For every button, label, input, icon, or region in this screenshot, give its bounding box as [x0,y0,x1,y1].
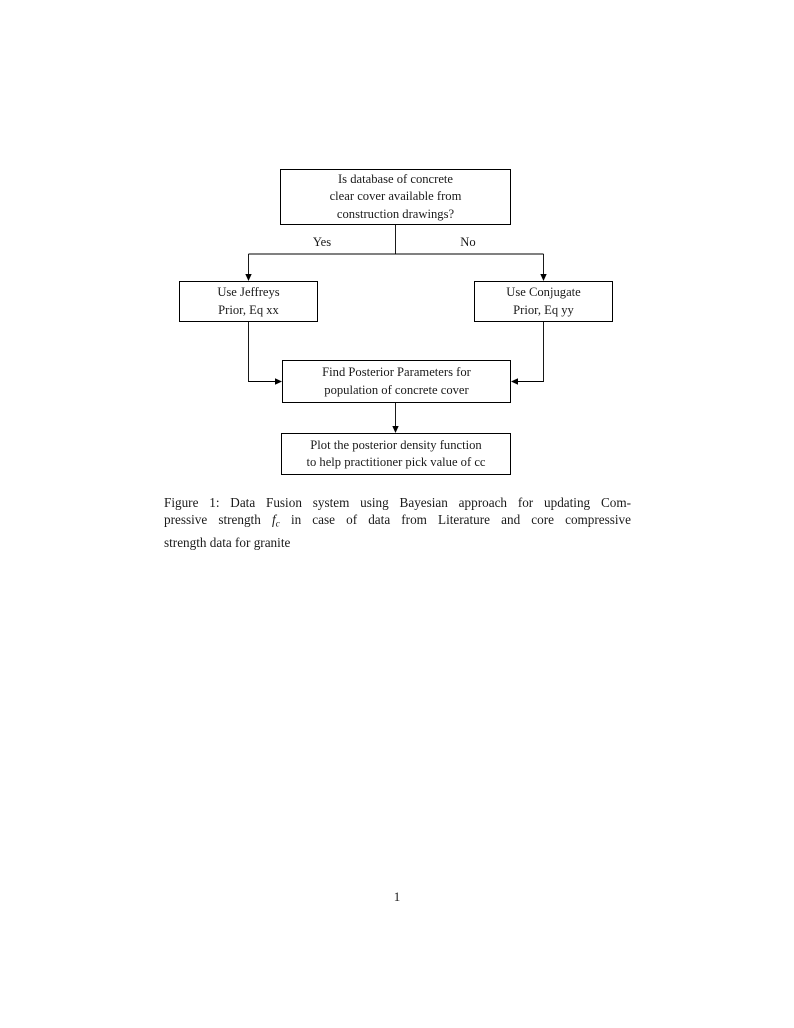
box-text-line: Use Conjugate [506,285,581,300]
arrow-left-icon [511,378,518,385]
caption-line-3: strength data for granite [164,535,291,551]
box-text-line: construction drawings? [336,206,455,221]
arrow-down-icon [392,426,399,433]
flowchart-box-plot-density: Plot the posterior density function to h… [281,433,511,475]
figure-caption: Figure 1: Data Fusion system using Bayes… [164,494,631,552]
connector-right-to-posterior [517,322,544,382]
arrow-down-icon [540,274,547,281]
arrow-right-icon [275,378,282,385]
caption-line-2-post: in case of data from Literature and core… [279,512,632,528]
caption-line-2-pre: pressive strength [164,512,272,528]
arrow-down-icon [245,274,252,281]
flowchart-box-posterior-parameters: Find Posterior Parameters for population… [282,360,511,403]
flowchart-box-jeffreys-prior: Use Jeffreys Prior, Eq xx [179,281,318,322]
box-text-line: Prior, Eq yy [513,302,574,317]
math-c-subscript: c [275,520,280,531]
flowchart-box-conjugate-prior: Use Conjugate Prior, Eq yy [474,281,613,322]
box-text-line: Use Jeffreys [217,285,280,300]
box-text-line: Prior, Eq xx [218,302,279,317]
box-text-line: population of concrete cover [324,382,469,397]
math-f-symbol: f [271,512,276,528]
branch-label-yes: Yes [312,235,332,249]
page-number: 1 [393,889,401,904]
box-text-line: clear cover available from [329,189,462,204]
caption-line-1: Figure 1: Data Fusion system using Bayes… [164,495,631,510]
branch-label-no: No [460,235,476,249]
box-text-line: Find Posterior Parameters for [322,365,471,380]
caption-line-2: pressive strength fc in case of data fro… [164,511,631,534]
connector-left-to-posterior [248,322,276,382]
flowchart-box-decision: Is database of concrete clear cover avai… [280,169,511,225]
box-text-line: Is database of concrete [337,172,454,187]
box-text-line: to help practitioner pick value of cc [306,455,486,469]
box-text-line: Plot the posterior density function [310,437,482,452]
